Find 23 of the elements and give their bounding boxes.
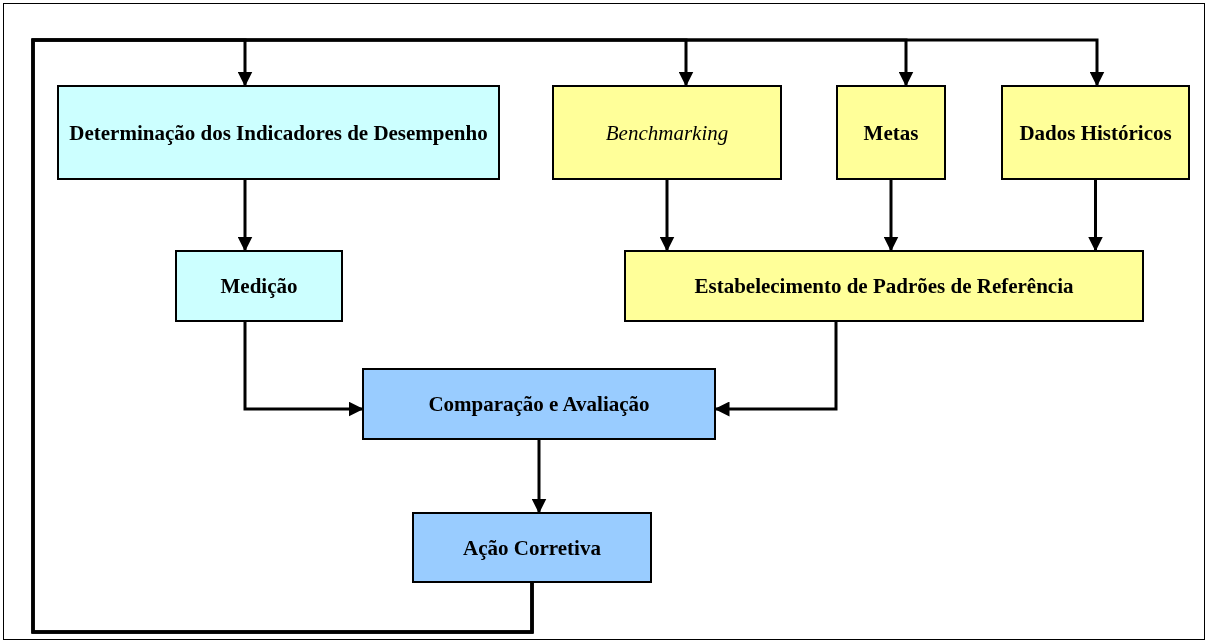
arrow <box>237 180 253 252</box>
box-label: Ação Corretiva <box>463 534 601 562</box>
box-label: Estabelecimento de Padrões de Referência <box>694 273 1074 300</box>
box-label: Comparação e Avaliação <box>428 391 650 418</box>
process-box <box>175 250 343 322</box>
arrow <box>659 180 675 252</box>
box-label: Metas <box>863 119 919 147</box>
box-label: Determinação dos Indicadores de Desempenho <box>69 119 488 147</box>
process-box <box>624 250 1144 322</box>
arrow <box>531 440 547 514</box>
process-box <box>362 368 716 440</box>
arrow <box>243 322 364 417</box>
process-box <box>1001 85 1190 180</box>
process-box <box>552 85 782 180</box>
arrow <box>1088 180 1103 252</box>
box-label: Medição <box>220 273 298 300</box>
process-box <box>412 512 652 583</box>
process-box <box>57 85 500 180</box>
process-box <box>836 85 946 180</box>
box-label: Dados Históricos <box>1019 119 1172 147</box>
arrow <box>31 38 1105 634</box>
box-label: Benchmarking <box>605 119 729 147</box>
arrow <box>883 180 899 252</box>
